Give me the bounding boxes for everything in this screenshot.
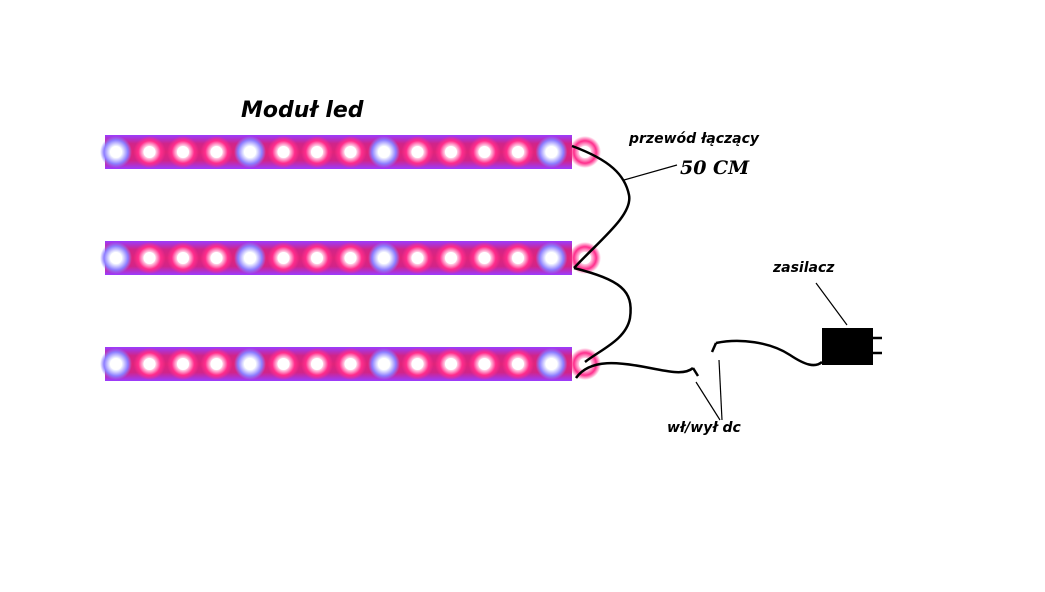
led-core [311, 146, 323, 158]
led-strip-1 [100, 135, 601, 169]
led-core [244, 252, 256, 264]
led-core [445, 358, 457, 370]
power-supply-label: zasilacz [773, 260, 835, 276]
led-core [478, 146, 491, 158]
led-core [143, 358, 156, 370]
led-core [411, 252, 424, 264]
module-title: Moduł led [241, 98, 364, 123]
led-core [545, 252, 558, 264]
led-core [244, 146, 256, 158]
led-core [378, 146, 390, 158]
led-strip-3 [100, 347, 601, 381]
power-supply-leader [815, 282, 848, 326]
led-core [110, 252, 122, 264]
connecting-cable-2 [573, 266, 632, 363]
led-core [110, 146, 122, 158]
led-strip-2 [100, 241, 601, 275]
output-cable [574, 361, 694, 379]
led-core [311, 252, 323, 264]
led-core [545, 358, 558, 370]
cable-length-label: 50 CM [680, 157, 750, 179]
led-core [545, 146, 558, 158]
led-core [512, 252, 524, 264]
led-core [177, 252, 189, 264]
led-core [277, 358, 290, 370]
cable-length-leader [623, 164, 678, 181]
led-core [143, 146, 156, 158]
led-core [478, 358, 491, 370]
led-core [210, 358, 223, 370]
switch-leader-right [718, 359, 723, 421]
led-core [210, 252, 223, 264]
led-core [244, 358, 256, 370]
led-core [277, 146, 290, 158]
connecting-cable-1 [571, 144, 631, 269]
led-core [378, 252, 390, 264]
led-core [177, 146, 189, 158]
cable-label: przewód łączący [629, 131, 760, 147]
switch-leader-left [695, 381, 721, 421]
switch-label: wł/wył dc [667, 420, 741, 436]
supply-cable [715, 339, 823, 367]
dc-switch-icon [691, 342, 718, 377]
power-adapter-icon [822, 328, 882, 365]
led-core [512, 146, 524, 158]
led-core [478, 252, 491, 264]
led-core [311, 358, 323, 370]
led-core [378, 358, 390, 370]
led-core [143, 252, 156, 264]
led-core [344, 358, 357, 370]
led-core [344, 146, 357, 158]
led-core [210, 146, 223, 158]
led-core [445, 146, 457, 158]
led-core [512, 358, 524, 370]
led-core [177, 358, 189, 370]
led-core [110, 358, 122, 370]
led-core [445, 252, 457, 264]
led-core [277, 252, 290, 264]
led-core [411, 358, 424, 370]
led-core [411, 146, 424, 158]
led-core [344, 252, 357, 264]
